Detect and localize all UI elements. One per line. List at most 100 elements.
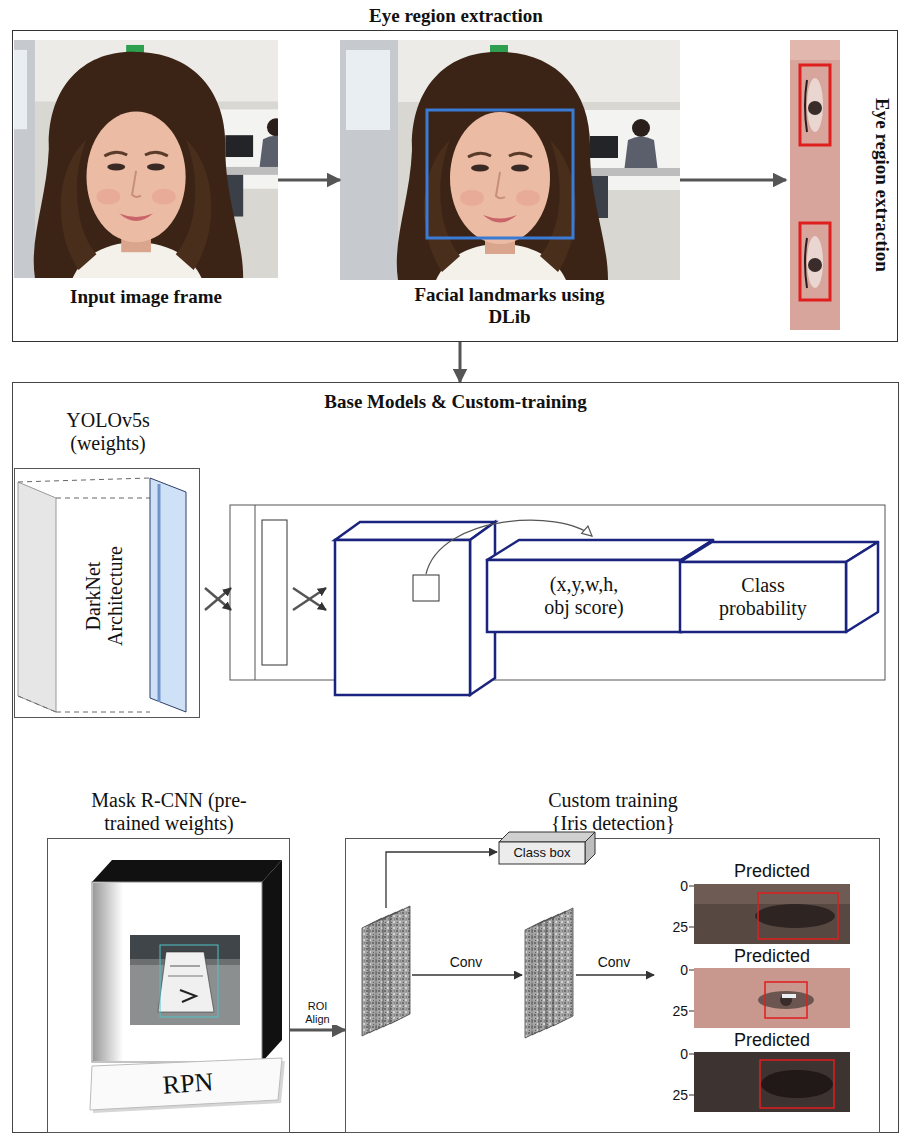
eye-strip	[805, 238, 807, 288]
eye-strip	[805, 80, 807, 132]
model-box: YOLOv5s (weights)DarkNet Architecture	[14, 468, 200, 718]
prism-top	[487, 540, 713, 560]
flow-arrow	[680, 179, 786, 182]
output-prism: Class probability	[678, 540, 880, 634]
prediction-plots	[689, 1095, 694, 1096]
model-box: Mask R-CNN (pre-trained weights)RPN	[47, 838, 290, 1133]
landmark-photo	[340, 40, 680, 280]
axis-tick: 25	[660, 1003, 688, 1019]
card-label: RPN	[162, 1067, 215, 1100]
mask-rcnn-cube	[160, 945, 218, 1017]
eye-crop-panel: Eye region extraction	[786, 38, 896, 334]
eye-strip	[800, 65, 830, 145]
yolo-head	[413, 575, 439, 601]
plot-title: Predicted	[722, 946, 822, 967]
image-caption: Facial landmarks using DLib	[402, 284, 617, 328]
prediction-plots	[689, 1011, 694, 1012]
axis-tick: 25	[660, 919, 688, 935]
prism-slab	[158, 484, 161, 702]
prism-top	[680, 542, 878, 562]
model-heading: Mask R-CNN (pre-trained weights)	[74, 789, 264, 835]
input-photo	[0, 40, 315, 278]
landmark-photo	[427, 110, 573, 238]
vertical-label: Eye region extraction	[871, 98, 893, 272]
prediction-plots	[689, 970, 694, 971]
mask-rcnn-cube	[130, 935, 240, 1025]
prediction-plots	[782, 994, 796, 998]
mask-rcnn-cube	[170, 966, 200, 967]
flow-arrow	[290, 1029, 345, 1032]
prediction-plots	[758, 893, 838, 939]
mask-rcnn-cube	[92, 860, 282, 882]
prism-front	[487, 560, 681, 632]
image-caption: Input image frame	[14, 286, 278, 308]
eye-strip	[807, 236, 823, 288]
mask-rcnn-cube	[92, 882, 262, 1062]
input-photo	[0, 40, 315, 278]
output-label: Class probability	[713, 562, 813, 632]
backbone-prism: DarkNet Architecture	[16, 472, 188, 714]
feature-maps	[553, 908, 573, 1026]
prism-slab	[150, 478, 186, 712]
prediction-plots	[689, 884, 850, 1112]
plot-title: Predicted	[722, 1030, 822, 1051]
prism-front	[499, 842, 585, 864]
card-face	[90, 1058, 282, 1110]
image-panel: Input image frame	[14, 40, 278, 316]
prediction-plots	[760, 1060, 834, 1108]
eye-strip	[790, 40, 840, 330]
prediction-plots	[689, 886, 694, 887]
prediction-plots	[689, 1054, 694, 1055]
prediction-plots	[765, 982, 807, 1018]
yolo-head	[293, 588, 326, 610]
prism-side	[585, 832, 595, 864]
eye-strip	[807, 78, 823, 132]
prism-front	[680, 562, 846, 632]
axis-tick: 0	[660, 878, 688, 894]
prediction-plots	[694, 1052, 850, 1112]
prism-back	[18, 482, 56, 712]
flow-arrow	[459, 342, 462, 382]
output-label: (x,y,w,h, obj score)	[536, 560, 632, 632]
mask-rcnn-cube	[93, 883, 123, 1061]
eye-strip	[808, 258, 822, 272]
operation-label: Conv	[594, 954, 634, 970]
yolo-head	[293, 588, 326, 610]
eye-strip	[790, 40, 840, 330]
prediction-plots	[694, 968, 850, 1028]
yolo-head	[262, 520, 287, 665]
yolo-head	[230, 505, 885, 680]
mask-rcnn-cube	[180, 990, 196, 1002]
prediction-plots	[689, 927, 694, 928]
axis-tick: 25	[660, 1087, 688, 1103]
section-panel: Base Models & Custom-trainingYOLOv5s (we…	[12, 382, 899, 1133]
section-heading: Eye region extraction	[13, 5, 899, 27]
prediction-plots	[755, 904, 835, 928]
yolo-head	[205, 505, 885, 695]
prediction-plots	[758, 991, 814, 1009]
class-box-prism: Class box	[497, 830, 597, 866]
prediction-plots	[694, 884, 850, 904]
layer-label: DarkNet Architecture	[82, 534, 126, 658]
feature-maps	[386, 852, 497, 908]
axis-tick: 0	[660, 962, 688, 978]
prism-side	[846, 542, 878, 632]
prism-edges	[18, 478, 150, 712]
edge-label: ROI Align	[299, 1000, 337, 1025]
model-heading: Custom training {Iris detection}	[538, 789, 688, 835]
feature-maps	[412, 974, 522, 975]
layer-label: Class box	[499, 842, 585, 864]
plot-title: Predicted	[722, 861, 822, 882]
feature-maps	[390, 906, 410, 1024]
flow-arrow	[278, 179, 340, 182]
yolo-head	[205, 588, 231, 610]
section-panel: Eye region extractionInput image frame Fa…	[12, 30, 898, 342]
rpn-card: RPN	[88, 1056, 286, 1112]
operation-label: Conv	[446, 954, 486, 970]
eye-strip	[800, 223, 830, 300]
mask-rcnn-cube	[168, 976, 203, 977]
mask-rcnn-cube	[262, 860, 282, 1062]
model-heading: YOLOv5s (weights)	[45, 409, 171, 455]
eye-strip	[808, 101, 822, 115]
